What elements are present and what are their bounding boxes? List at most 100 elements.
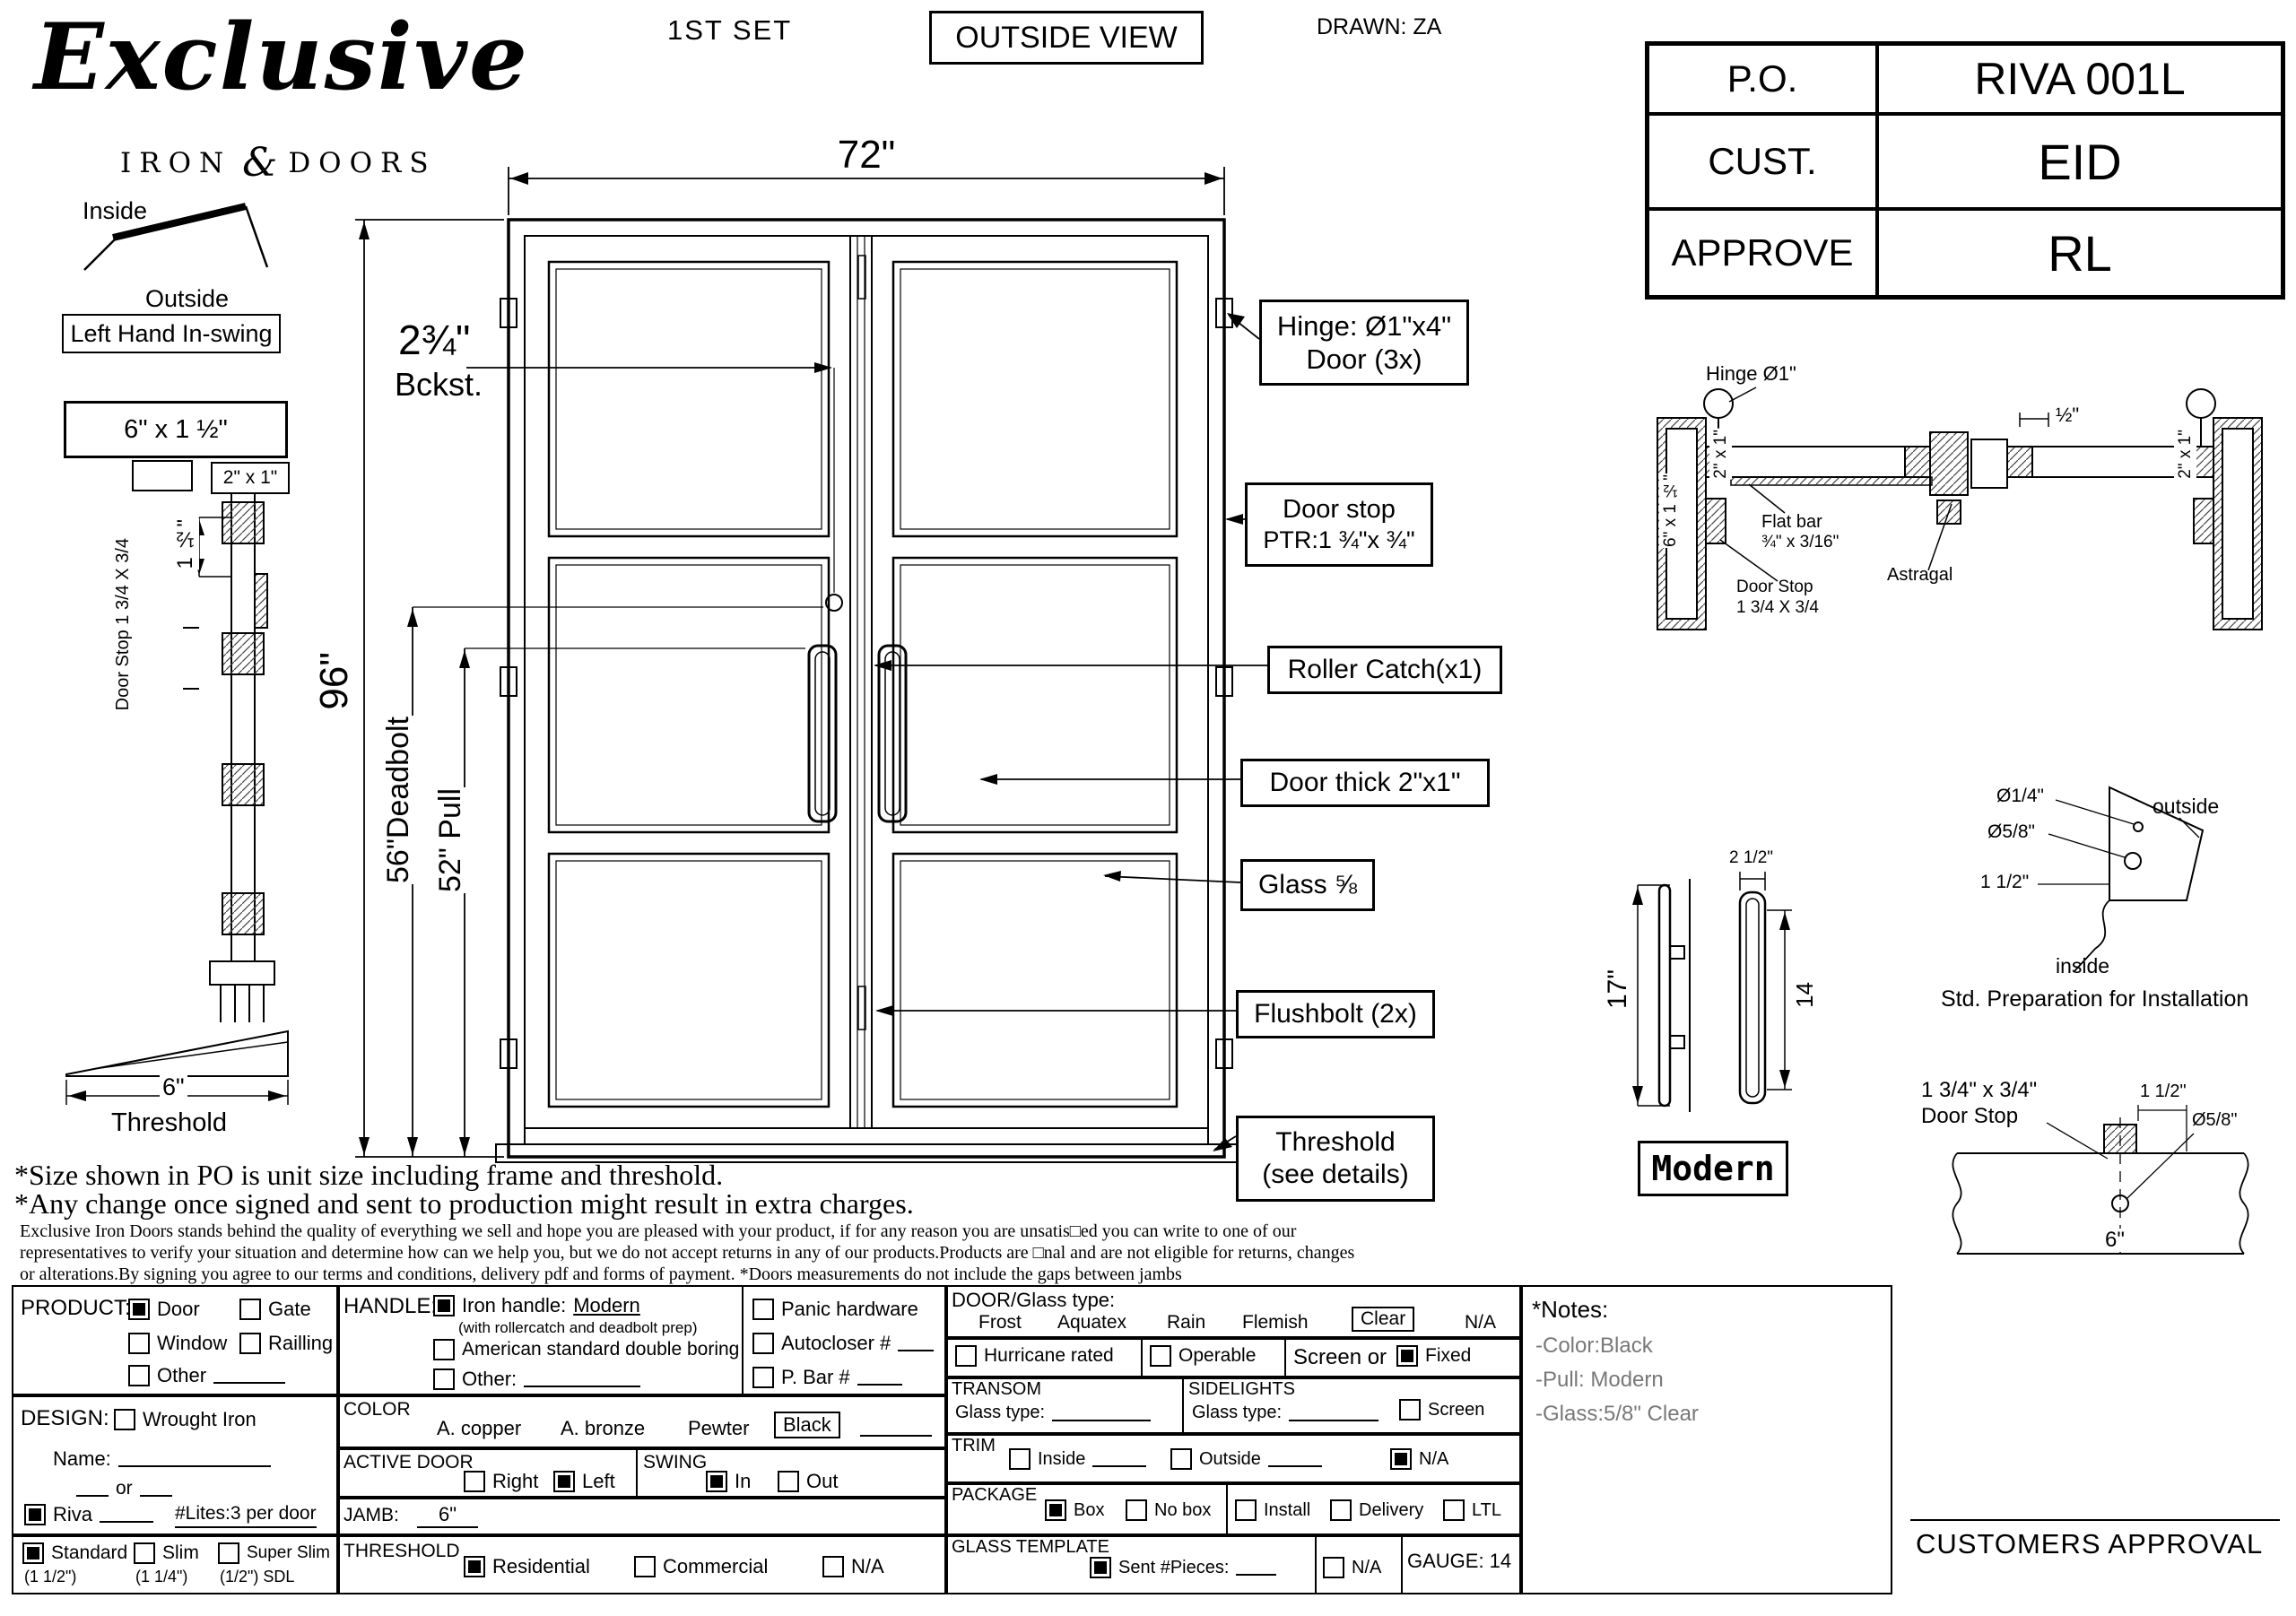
form-cell-options: Hurricane rated Operable Screen or Fixed	[944, 1336, 1523, 1379]
head-flat-bar-line2: ¾" x 3/16"	[1761, 533, 1839, 552]
prep-hole-big-dim: Ø5/8"	[1987, 821, 2035, 842]
hardware-autocloser-label: Autocloser #	[781, 1332, 891, 1354]
option-hurricane: Hurricane rated	[955, 1345, 1114, 1367]
threshold-width-dim: 6"	[160, 1074, 187, 1100]
size-super-slim-sub: (1/2") SDL	[220, 1568, 295, 1586]
option-hurricane-checkbox	[955, 1345, 977, 1367]
size-standard-label: Standard	[51, 1542, 128, 1563]
jamb-value: 6"	[417, 1503, 479, 1528]
swing-out-label: Out	[806, 1470, 839, 1492]
active-door-label: ACTIVE DOOR	[344, 1452, 474, 1473]
handle-iron-checkbox	[433, 1295, 455, 1316]
package-divider	[1226, 1483, 1228, 1535]
product-door-label: Door	[157, 1298, 200, 1320]
color-pewter: Pewter	[688, 1417, 750, 1439]
package-install: Install	[1235, 1499, 1310, 1521]
size-standard: Standard	[22, 1542, 127, 1564]
sidelights-glass-label: Glass type:	[1192, 1403, 1283, 1422]
drawn-by-label: DRAWN: ZA	[1317, 14, 1442, 39]
threshold-residential-label: Residential	[492, 1555, 590, 1577]
logo-subtitle: IRON & DOORS	[120, 140, 437, 186]
threshold-commercial: Commercial	[634, 1555, 768, 1578]
size-standard-sub: (1 1/2")	[24, 1568, 77, 1586]
option-operable-checkbox	[1150, 1345, 1171, 1367]
customers-approval-label: CUSTOMERS APPROVAL	[1916, 1528, 2264, 1560]
active-swing-divider	[636, 1448, 638, 1498]
design-riva-checkbox	[24, 1504, 46, 1525]
callout-flushbolt-text: Flushbolt (2x)	[1254, 999, 1417, 1029]
product-gate-checkbox	[239, 1299, 261, 1320]
head-hinge-label: Hinge Ø1"	[1706, 362, 1796, 385]
pull-style-box: Modern	[1638, 1141, 1788, 1196]
trim-na: N/A	[1390, 1448, 1448, 1470]
glass-template-label: GLASS TEMPLATE	[952, 1537, 1109, 1557]
glass-template-sent-checkbox	[1090, 1557, 1111, 1578]
option-screen-or-label: Screen or	[1293, 1345, 1387, 1369]
handing-label-box: Left Hand In-swing	[62, 314, 281, 353]
option-fixed-checkbox	[1396, 1345, 1418, 1367]
threshold-na-label: N/A	[851, 1555, 884, 1577]
elevation-dimensions	[355, 167, 1225, 1158]
callout-roller-catch-text: Roller Catch(x1)	[1287, 655, 1483, 684]
order-notes-title: *Notes:	[1532, 1296, 1609, 1323]
head-astragal-label: Astragal	[1887, 565, 1953, 585]
package-ltl: LTL	[1443, 1499, 1501, 1521]
order-notes-pull: -Pull: Modern	[1535, 1368, 1664, 1392]
height-dimension: 96"	[312, 651, 357, 711]
swing-label: SWING	[643, 1452, 708, 1473]
sidelights-glass-row: Glass type:	[1192, 1403, 1379, 1423]
threshold-commercial-label: Commercial	[663, 1555, 769, 1577]
package-delivery-checkbox	[1330, 1499, 1352, 1521]
jamb-section-drawing	[65, 460, 289, 1105]
trim-na-checkbox	[1390, 1448, 1412, 1470]
glass-template-na: N/A	[1323, 1557, 1381, 1578]
handle-american-label: American standard double boring	[462, 1339, 740, 1360]
design-lites-label: #Lites:3 per door	[175, 1503, 317, 1528]
handle-other-blank	[524, 1371, 641, 1387]
option-operable-label: Operable	[1178, 1345, 1257, 1366]
po-value: RIVA 001L	[1877, 44, 2283, 114]
glass-template-na-checkbox	[1323, 1557, 1344, 1578]
trim-inside-blank	[1092, 1451, 1147, 1467]
handle-cell-divider	[742, 1287, 744, 1395]
color-black-selected: Black	[774, 1412, 840, 1438]
option-fixed-label: Fixed	[1425, 1345, 1472, 1366]
design-riva-label: Riva	[53, 1503, 93, 1525]
active-left: Left	[553, 1470, 615, 1493]
callout-door-stop-line2: PTR:1 ¾"x ¾"	[1263, 526, 1415, 554]
product-railing-label: Railling	[268, 1332, 334, 1354]
cust-value: EID	[1877, 114, 2283, 209]
package-no-box-checkbox	[1126, 1499, 1147, 1521]
product-gate-label: Gate	[268, 1298, 311, 1320]
threshold-residential: Residential	[464, 1555, 590, 1578]
handle-other-label: Other:	[462, 1368, 517, 1390]
design-wrought: Wrought Iron	[114, 1408, 257, 1431]
sidelights-screen-label: Screen	[1428, 1399, 1485, 1420]
logo-script: Exclusive	[34, 4, 529, 111]
callout-door-stop: Door stop PTR:1 ¾"x ¾"	[1245, 482, 1433, 567]
glass-clear-selected: Clear	[1352, 1307, 1415, 1332]
design-label: DESIGN:	[21, 1406, 109, 1430]
po-table: P.O. RIVA 001L CUST. EID APPROVE RL	[1645, 41, 2285, 300]
package-delivery: Delivery	[1330, 1499, 1423, 1521]
callout-door-stop-line1: Door stop	[1283, 495, 1396, 525]
color-copper: A. copper	[437, 1417, 522, 1439]
disclaimer-para1: Exclusive Iron Doors stands behind the q…	[20, 1221, 1297, 1241]
package-box-label: Box	[1074, 1499, 1105, 1520]
package-delivery-label: Delivery	[1359, 1499, 1424, 1520]
pull-dimension: 52" Pull	[432, 787, 468, 894]
callout-hinge: Hinge: Ø1"x4" Door (3x)	[1259, 300, 1469, 386]
customers-approval-line	[1910, 1519, 2280, 1521]
head-half-dim: ½"	[2056, 404, 2080, 426]
transom-glass-label: Glass type:	[955, 1403, 1046, 1422]
size-slim-label: Slim	[162, 1542, 199, 1563]
color-blank	[860, 1421, 932, 1437]
trim-outside-blank	[1267, 1451, 1322, 1467]
hardware-panic-label: Panic hardware	[781, 1298, 918, 1320]
callout-roller-catch: Roller Catch(x1)	[1267, 646, 1502, 694]
hardware-panic: Panic hardware	[752, 1298, 918, 1321]
door-elevation	[495, 218, 1238, 1163]
glass-frost: Frost	[978, 1312, 1022, 1333]
handle-american: American standard double boring	[433, 1339, 739, 1360]
transom-label: TRANSOM	[952, 1379, 1041, 1399]
